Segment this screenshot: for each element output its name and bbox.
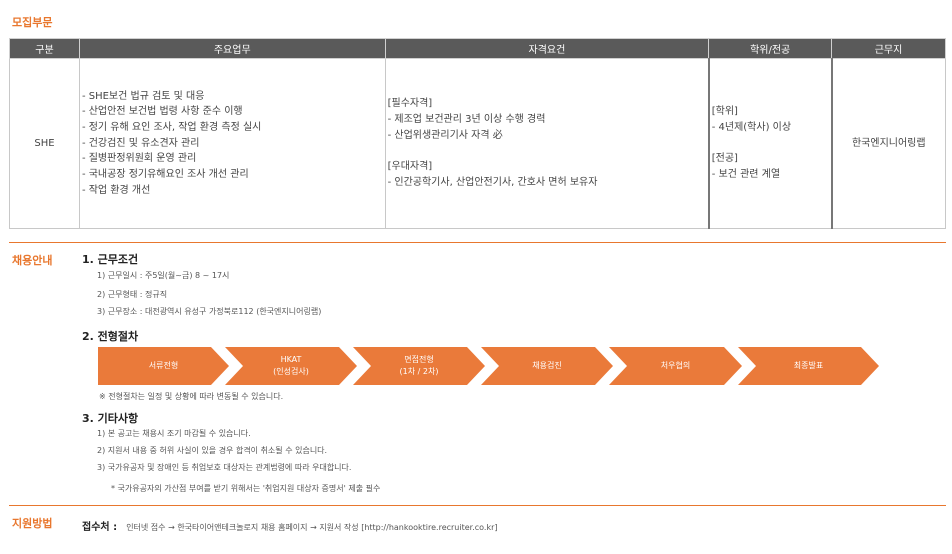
- step-label: 서류전형: [148, 361, 179, 370]
- degree-spacer: [712, 136, 831, 152]
- process-step-2: HKAT (인성검사): [225, 347, 357, 385]
- process-title: 2. 전형절차: [82, 330, 139, 343]
- cell-degree: [학위] - 4년제(학사) 이상 [전공] - 보건 관련 계열: [707, 58, 833, 229]
- qualification-line: [우대자격]: [387, 161, 433, 173]
- table-header-row: 구분 주요업무 자격요건 학위/전공 근무지: [9, 38, 946, 59]
- process-step-1: 서류전형: [98, 347, 229, 385]
- degree-line: - 보건 관련 계열: [711, 169, 781, 181]
- etc-title: 3. 기타사항: [82, 412, 139, 425]
- qualification-line: - 제조업 보건관리 3년 이상 수행 경력: [387, 114, 546, 126]
- th-duties: 주요업무: [78, 38, 386, 59]
- step-label: 채용검진: [532, 361, 562, 370]
- condition-item: 3) 근무장소 : 대전광역시 유성구 가정북로112 (한국엔지니어링랩): [97, 307, 322, 316]
- duty-line: - 국내공장 정기유해요인 조사 개선 관리: [81, 169, 249, 181]
- degree-line: - 4년제(학사) 이상: [711, 121, 792, 133]
- duty-line: - 질병판정위원회 운영 관리: [81, 153, 197, 165]
- duty-line: - SHE보건 법규 검토 및 대응: [81, 90, 205, 102]
- duty-line: - 산업안전 보건법 법령 사항 준수 이행: [81, 106, 243, 118]
- duty-line: - 작업 환경 개선: [81, 184, 151, 196]
- process-note: ※ 전형절차는 일정 및 상황에 따라 변동될 수 있습니다.: [99, 392, 284, 401]
- cell-location: 한국엔지니어링랩: [830, 58, 946, 229]
- step-sublabel: (인성검사): [273, 367, 309, 376]
- process-step-5: 처우협의: [609, 347, 742, 385]
- recruit-table: 구분 주요업무 자격요건 학위/전공 근무지 SHE - SHE보건 법규 검토…: [9, 38, 946, 229]
- duty-line: - 건강검진 및 유소견자 관리: [81, 137, 200, 149]
- apply-text: 인터넷 접수 → 한국타이어앤테크놀로지 채용 홈페이지 → 지원서 작성 [h…: [126, 523, 498, 532]
- condition-item: 1) 근무일시 : 주5일(월~금) 8 ~ 17시: [97, 271, 230, 280]
- etc-item: 2) 지원서 내용 중 허위 사실이 있을 경우 합격이 취소될 수 있습니다.: [97, 446, 328, 455]
- process-step-6: 최종발표: [738, 347, 879, 385]
- step-sublabel: (1차 / 2차): [399, 367, 439, 376]
- section-title-recruit: 모집부문: [12, 16, 53, 29]
- qualification-line: - 산업위생관리기사 자격 必: [387, 129, 503, 141]
- process-step-4: 채용검진: [481, 347, 613, 385]
- cell-qualifications: [필수자격] - 제조업 보건관리 3년 이상 수행 경력 - 산업위생관리기사…: [384, 58, 710, 229]
- etc-item: 3) 국가유공자 및 장애인 등 취업보호 대상자는 관계법령에 따라 우대합니…: [97, 463, 352, 472]
- qualification-line: - 인간공학기사, 산업안전기사, 간호사 면허 보유자: [387, 176, 598, 188]
- section-title-guide: 채용안내: [12, 254, 53, 267]
- step-label: 처우협의: [660, 361, 691, 370]
- th-division: 구분: [9, 38, 80, 59]
- apply-row: 접수처 : 인터넷 접수 → 한국타이어앤테크놀로지 채용 홈페이지 → 지원서…: [82, 515, 498, 534]
- duty-line: - 정기 유해 요인 조사, 작업 환경 측정 실시: [81, 121, 262, 133]
- step-label: 면접전형: [404, 355, 434, 364]
- degree-line: [전공]: [711, 153, 738, 165]
- section-title-apply: 지원방법: [12, 517, 53, 530]
- step-label: HKAT: [280, 355, 302, 364]
- conditions-title: 1. 근무조건: [82, 253, 139, 266]
- qualification-line: [필수자격]: [387, 98, 433, 110]
- qualification-spacer: [388, 144, 708, 160]
- divider: [9, 505, 946, 506]
- th-location: 근무지: [831, 38, 946, 59]
- condition-item: 2) 근무형태 : 정규직: [97, 290, 168, 299]
- etc-footnote: * 국가유공자의 가산점 부여를 받기 위해서는 '취업지원 대상자 증명서' …: [111, 484, 381, 493]
- th-degree: 학위/전공: [708, 38, 833, 59]
- table-row: SHE - SHE보건 법규 검토 및 대응 - 산업안전 보건법 법령 사항 …: [9, 58, 946, 229]
- th-qualifications: 자격요건: [384, 38, 710, 59]
- apply-label: 접수처 :: [82, 522, 118, 533]
- etc-item: 1) 본 공고는 채용시 조기 마감될 수 있습니다.: [97, 429, 251, 438]
- degree-line: [학위]: [711, 106, 738, 118]
- process-step-3: 면접전형 (1차 / 2차): [353, 347, 485, 385]
- step-label: 최종발표: [793, 361, 824, 370]
- cell-duties: - SHE보건 법규 검토 및 대응 - 산업안전 보건법 법령 사항 준수 이…: [78, 58, 386, 229]
- cell-division: SHE: [9, 58, 80, 229]
- divider: [9, 242, 946, 243]
